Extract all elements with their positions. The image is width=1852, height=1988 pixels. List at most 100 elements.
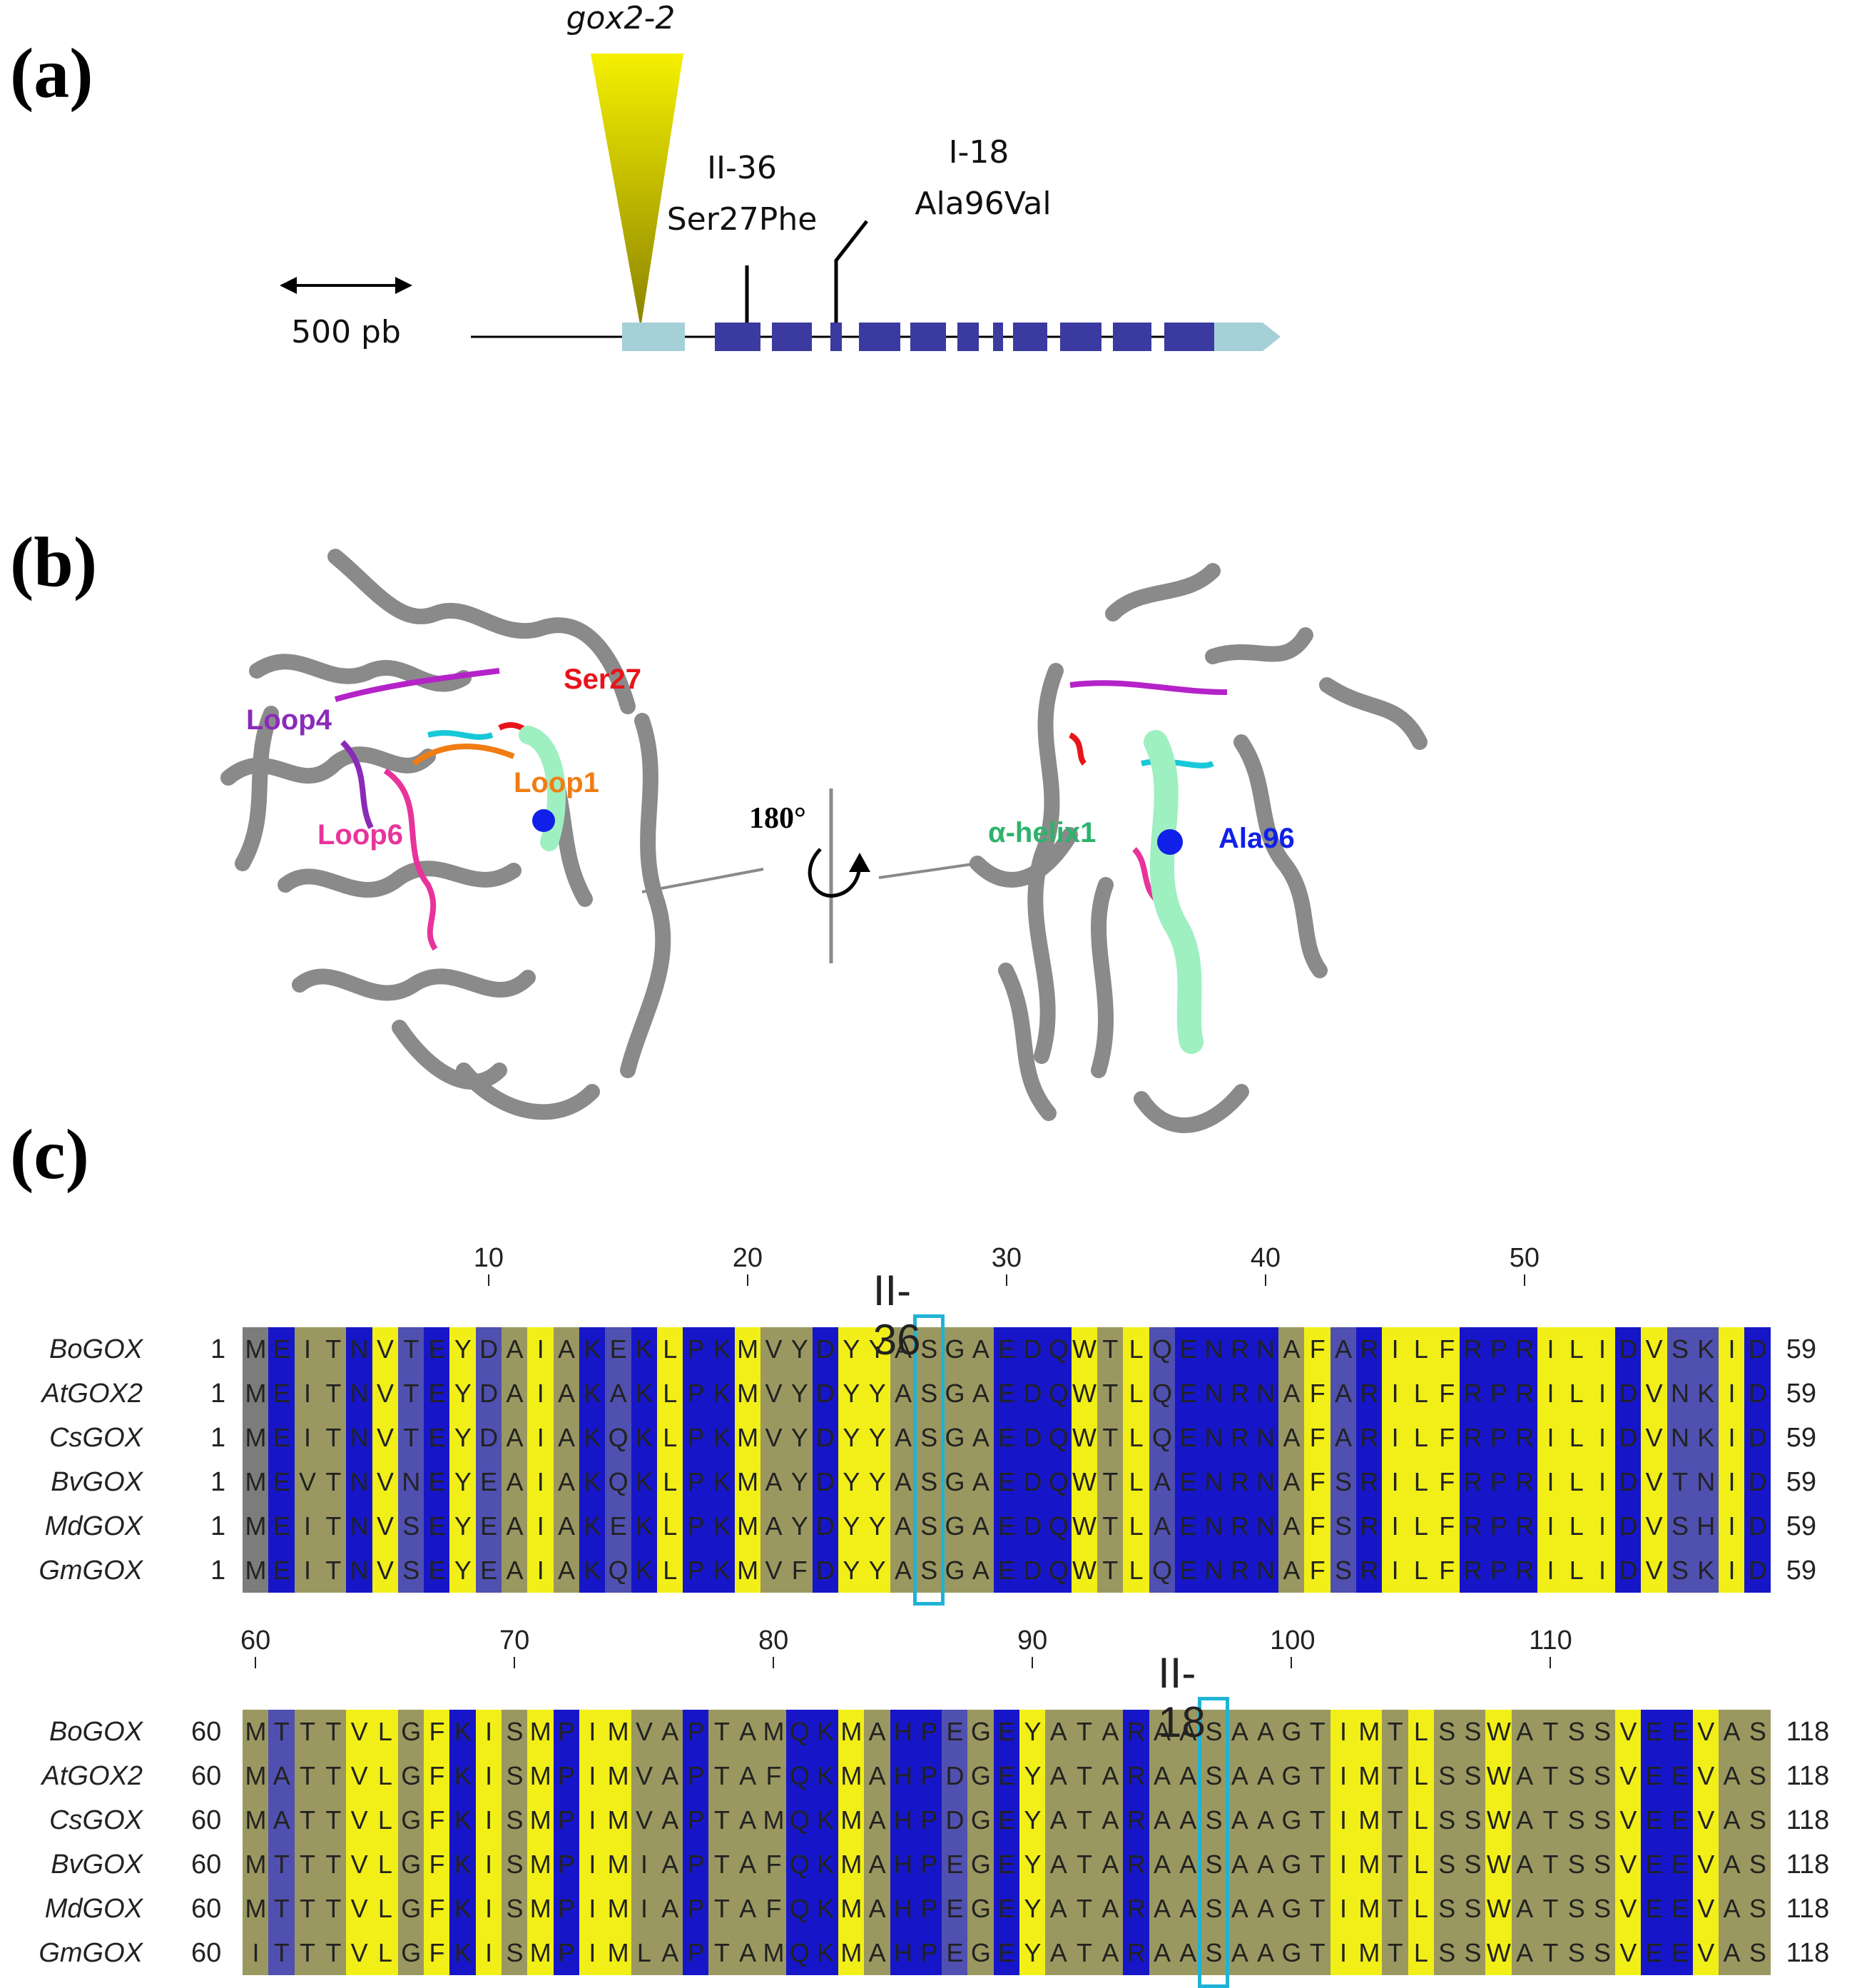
residue: I [527, 1504, 554, 1548]
insertion-triangle [591, 54, 683, 328]
residue: A [1045, 1842, 1072, 1887]
residue: R [1226, 1548, 1253, 1593]
alpha-helix1 [1144, 730, 1204, 1054]
residue: P [683, 1548, 709, 1593]
residue: D [812, 1416, 839, 1460]
residue: S [1563, 1710, 1590, 1754]
label-ala96: Ala96 [1218, 823, 1295, 854]
residue: E [1667, 1754, 1694, 1798]
residue: G [397, 1842, 424, 1887]
residue: A [1278, 1327, 1305, 1371]
residue: S [1201, 1931, 1227, 1975]
residue: A [1097, 1887, 1124, 1931]
residue: D [812, 1327, 839, 1371]
residue: Y [786, 1371, 813, 1416]
residue: N [1667, 1371, 1694, 1416]
residue: G [397, 1798, 424, 1842]
residue: T [397, 1416, 424, 1460]
residue: T [1304, 1754, 1331, 1798]
residue: L [1563, 1504, 1590, 1548]
sequence-name: GmGOX [39, 1938, 143, 1968]
residue: L [1563, 1548, 1590, 1593]
residue: R [1460, 1371, 1486, 1416]
residue: L [1408, 1798, 1435, 1842]
residue: I [1382, 1460, 1409, 1504]
insertion-label: gox2-2 [566, 0, 676, 36]
residue: W [1071, 1416, 1098, 1460]
residue: M [243, 1754, 269, 1798]
residue: A [553, 1548, 580, 1593]
residue: K [708, 1327, 736, 1371]
residue: M [243, 1798, 269, 1842]
ruler-tick [487, 1274, 489, 1286]
residue: T [294, 1710, 321, 1754]
rotation-label: 180° [749, 802, 806, 835]
residue: L [656, 1327, 683, 1371]
ruler-number: 10 [473, 1243, 504, 1273]
ruler-tick [773, 1657, 775, 1668]
residue: Y [864, 1371, 891, 1416]
residue: T [1071, 1887, 1098, 1931]
residue: S [1744, 1931, 1771, 1975]
residue: S [397, 1548, 424, 1593]
residue: R [1355, 1416, 1383, 1460]
panel-a-label: (a) [10, 34, 93, 113]
residue: A [502, 1327, 528, 1371]
residue: E [993, 1504, 1020, 1548]
residue: T [320, 1842, 347, 1887]
residue: W [1485, 1887, 1512, 1931]
residue: K [1692, 1416, 1719, 1460]
residue: Q [1149, 1327, 1176, 1371]
residue: T [1382, 1931, 1409, 1975]
residue: M [1355, 1798, 1383, 1842]
residue: E [1667, 1842, 1694, 1887]
residue: I [1382, 1504, 1409, 1548]
residue: V [760, 1371, 787, 1416]
residue: S [397, 1504, 424, 1548]
residue: T [1304, 1887, 1331, 1931]
residue: N [346, 1504, 373, 1548]
residue: I [1537, 1416, 1564, 1460]
residue: D [1019, 1548, 1046, 1593]
residue: K [812, 1842, 839, 1887]
residue: A [1149, 1460, 1176, 1504]
residue: Q [1045, 1504, 1072, 1548]
residue: N [346, 1371, 373, 1416]
residue: P [915, 1754, 942, 1798]
residue: P [683, 1371, 709, 1416]
residue: Q [1045, 1460, 1072, 1504]
residue: H [890, 1887, 917, 1931]
residue: N [397, 1460, 424, 1504]
residue: T [1537, 1754, 1564, 1798]
residue: K [631, 1327, 658, 1371]
residue: Y [449, 1548, 477, 1593]
residue: I [475, 1931, 502, 1975]
mutation-highlight-box [912, 1314, 945, 1606]
residue: V [346, 1754, 373, 1798]
protein-structure-views: Ser27 Loop4 Loop1 Loop6 180° α-helix1 Al… [220, 549, 1428, 1133]
residue: Y [864, 1416, 891, 1460]
residue: T [1382, 1754, 1409, 1798]
residue: I [1589, 1460, 1616, 1504]
residue: S [1460, 1754, 1486, 1798]
residue: R [1226, 1416, 1253, 1460]
residue: T [708, 1754, 736, 1798]
residue: L [1408, 1371, 1435, 1416]
residue: Y [1019, 1842, 1046, 1887]
residue: I [631, 1842, 658, 1887]
residue: D [1614, 1416, 1642, 1460]
residue: L [656, 1416, 683, 1460]
residue: T [320, 1460, 347, 1504]
sequence-start: 1 [210, 1423, 226, 1453]
ruler-number: 70 [499, 1626, 530, 1655]
residue: P [683, 1460, 709, 1504]
residue: G [1278, 1710, 1305, 1754]
utr-3 [1214, 323, 1281, 351]
sequence-start: 1 [210, 1467, 226, 1497]
residue: A [967, 1327, 994, 1371]
residue: V [1641, 1548, 1668, 1593]
residue: E [268, 1416, 295, 1460]
scale-arrow-left [280, 277, 297, 294]
residue: A [553, 1460, 580, 1504]
residue: K [812, 1887, 839, 1931]
